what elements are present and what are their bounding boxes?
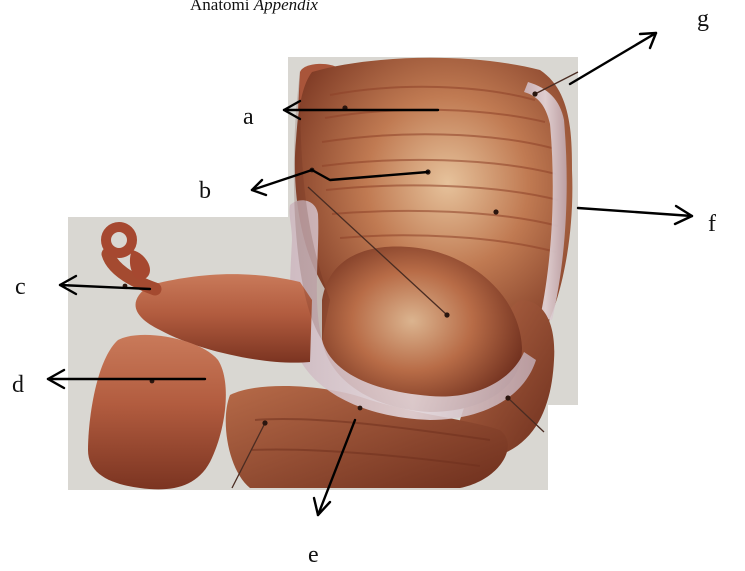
label-f: f bbox=[708, 211, 716, 237]
label-c: c bbox=[15, 274, 26, 300]
label-d: d bbox=[12, 372, 24, 398]
header-title: Anatomi Appendix bbox=[190, 0, 318, 14]
label-g: g bbox=[697, 6, 709, 32]
label-b: b bbox=[199, 178, 211, 204]
arrow-g bbox=[570, 33, 656, 84]
label-e: e bbox=[308, 542, 319, 568]
arrow-f bbox=[578, 206, 692, 224]
label-a: a bbox=[243, 104, 254, 130]
